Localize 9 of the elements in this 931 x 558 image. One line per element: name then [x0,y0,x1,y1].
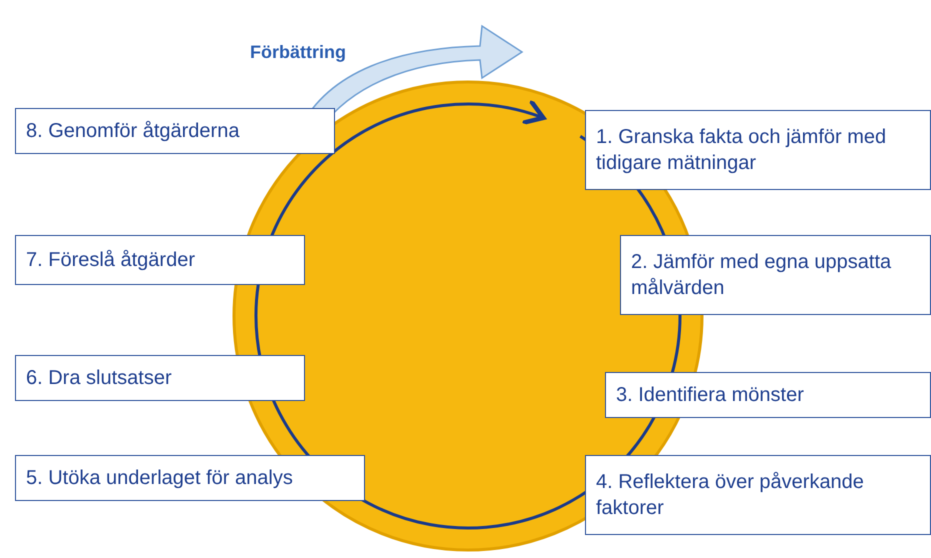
step-box: 6. Dra slutsatser [15,355,305,401]
step-box: 1. Granska fakta och jämför med tidigare mätningar [585,110,931,190]
step-box: 7. Föreslå åtgärder [15,235,305,285]
arrow-label: Förbättring [250,42,346,63]
step-box: 4. Reflektera över påverkande faktorer [585,455,931,535]
step-box: 5. Utöka underlaget för analys [15,455,365,501]
step-box: 8. Genomför åtgärderna [15,108,335,154]
step-box: 2. Jämför med egna uppsatta målvärden [620,235,931,315]
step-box: 3. Identifiera mönster [605,372,931,418]
